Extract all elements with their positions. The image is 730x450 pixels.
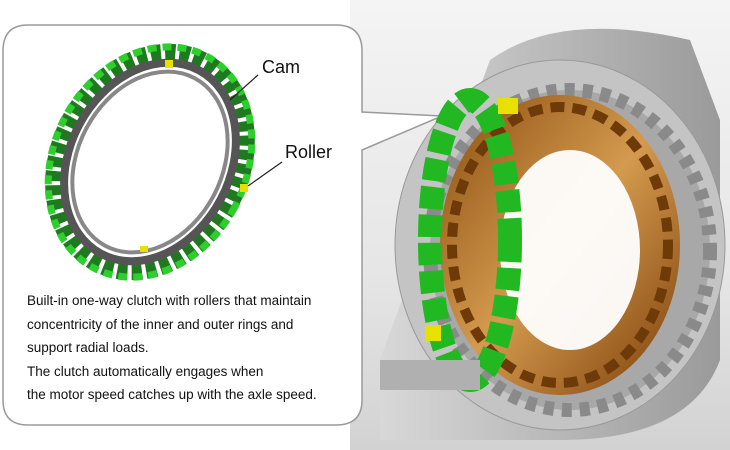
roller-label: Roller [285, 142, 333, 162]
clutch-ring [44, 43, 256, 281]
description-line: support radial loads. [27, 340, 149, 356]
clutch-assembly-render [380, 28, 726, 440]
description-line: concentricity of the inner and outer rin… [27, 316, 294, 332]
description-line: Built-in one-way clutch with rollers tha… [27, 293, 312, 308]
roller-yellow [165, 60, 173, 68]
cam-label: Cam [262, 57, 301, 77]
roller-yellow [140, 246, 148, 252]
cam-leader-line [229, 74, 259, 101]
description-text: Built-in one-way clutch with rollers tha… [27, 289, 357, 407]
roller-leader-line [247, 161, 283, 187]
description-line: the motor speed catches up with the axle… [27, 387, 317, 403]
description-line: The clutch automatically engages when [27, 363, 264, 379]
roller-yellow [240, 184, 248, 192]
